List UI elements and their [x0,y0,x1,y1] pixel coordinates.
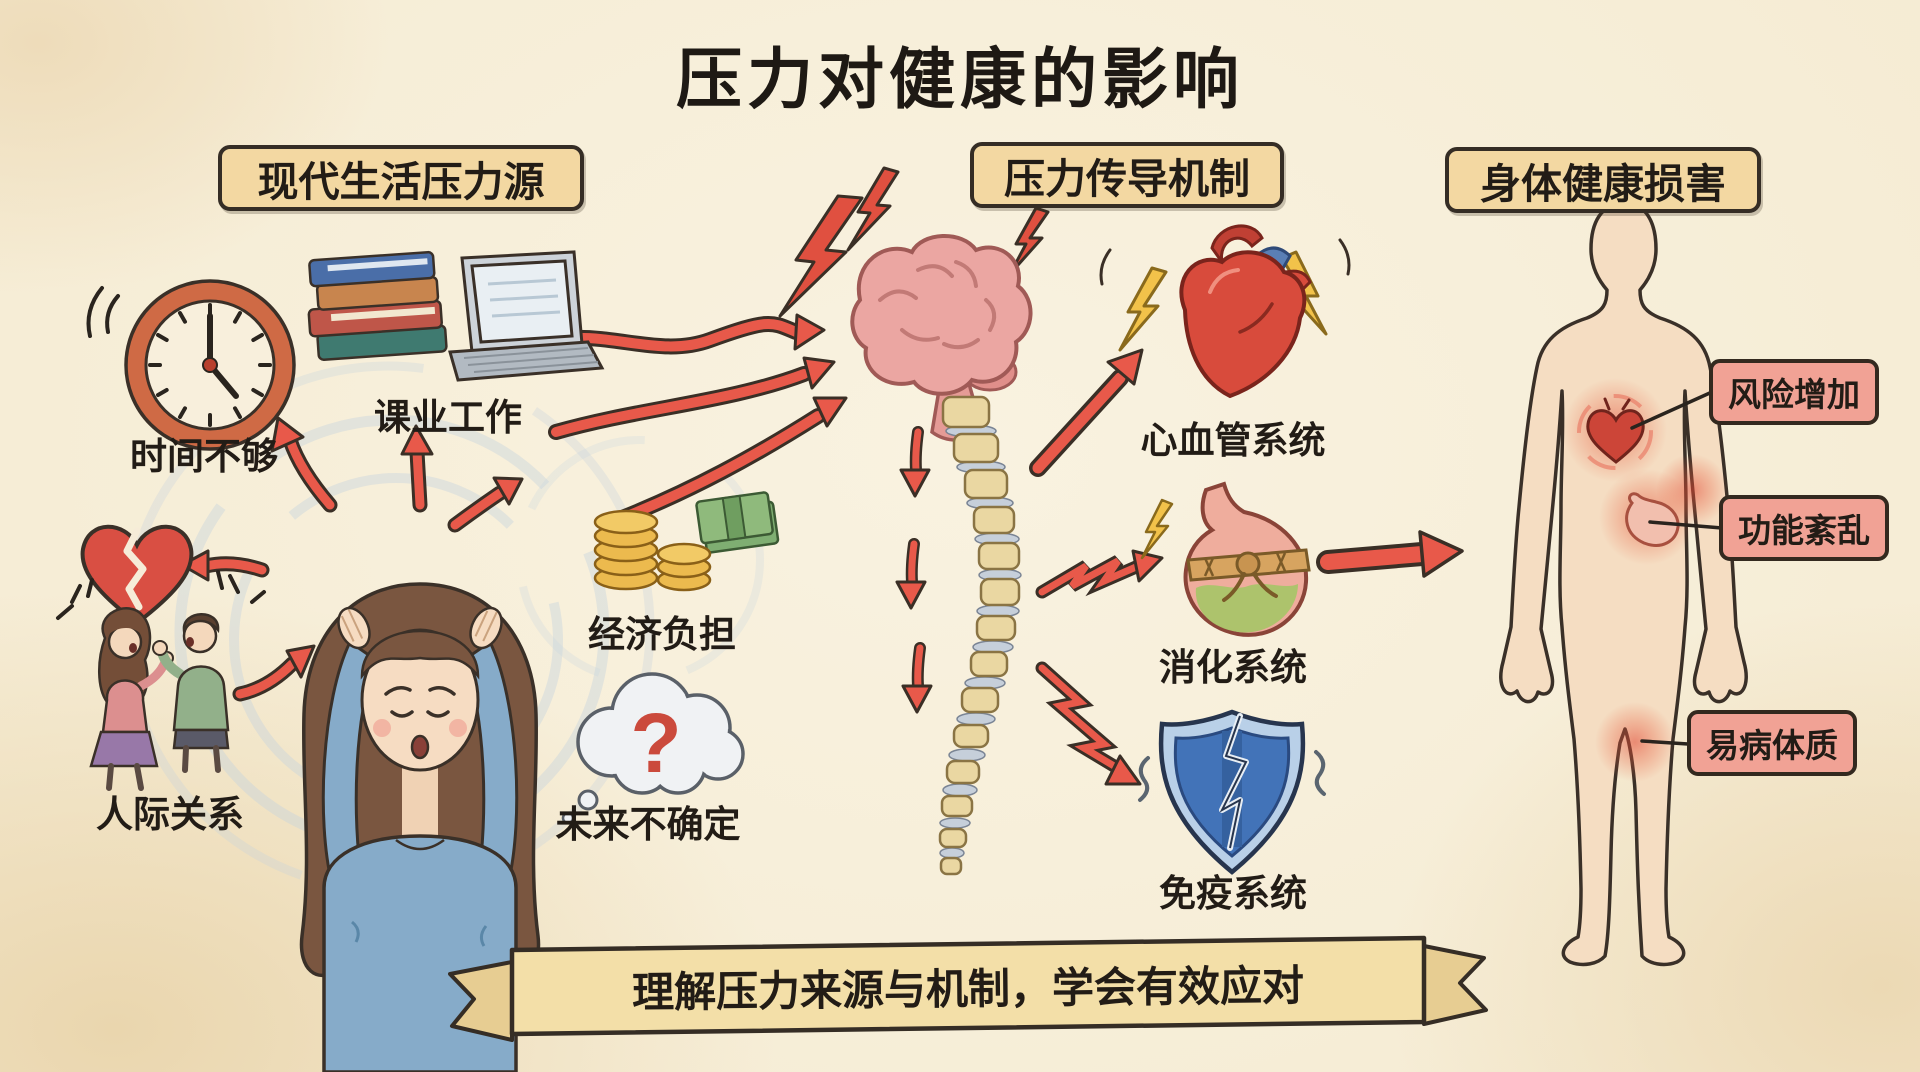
banner-ribbon [448,935,1488,1042]
tag-disease-prone: 易病体质 [1687,710,1857,776]
immune-shield-icon [1138,709,1326,875]
spine-icon [938,395,1022,876]
swirl-background [121,361,764,895]
clock-icon [86,279,296,451]
label-financial-burden: 经济负担 [588,614,736,655]
stress-arrows [180,313,1464,786]
label-digestive-system: 消化系统 [1159,647,1307,688]
heart-organ-icon [1099,224,1351,399]
label-time-shortage: 时间不够 [130,436,278,477]
brain-icon [850,234,1033,442]
coins-cash-icon [593,491,780,592]
arguing-couple-icon [56,570,266,791]
page-title: 压力对健康的影响 [676,42,1244,116]
tag-increased-risk: 风险增加 [1709,359,1879,425]
label-relationships: 人际关系 [96,794,244,835]
lightning-bolt-icon [1140,498,1174,560]
books-icon [307,250,448,361]
question-cloud-icon: ? [561,672,745,825]
section-header-damage: 身体健康损害 [1445,147,1761,213]
banner-text: 理解压力来源与机制，学会有效应对 [631,961,1305,1017]
body-stomach-icon [1625,492,1680,547]
label-immune-system: 免疫系统 [1159,873,1307,914]
laptop-icon [448,250,605,382]
tag-functional-disorder: 功能紊乱 [1719,495,1889,561]
svg-text:?: ? [630,696,681,790]
label-schoolwork: 课业工作 [374,397,522,438]
stressed-person-icon [299,582,541,1072]
stomach-icon [1140,481,1311,637]
body-heart-icon [1586,397,1645,464]
label-cardiovascular-system: 心血管系统 [1140,420,1326,461]
broken-heart-icon [80,524,194,626]
human-body-icon [1499,201,1748,967]
tag-connectors [1630,390,1724,746]
section-header-mechanism: 压力传导机制 [970,142,1284,208]
section-header-stressors: 现代生活压力源 [218,145,584,211]
label-uncertain-future: 未来不确定 [555,804,741,845]
stress-bolt-icons [778,166,1050,318]
